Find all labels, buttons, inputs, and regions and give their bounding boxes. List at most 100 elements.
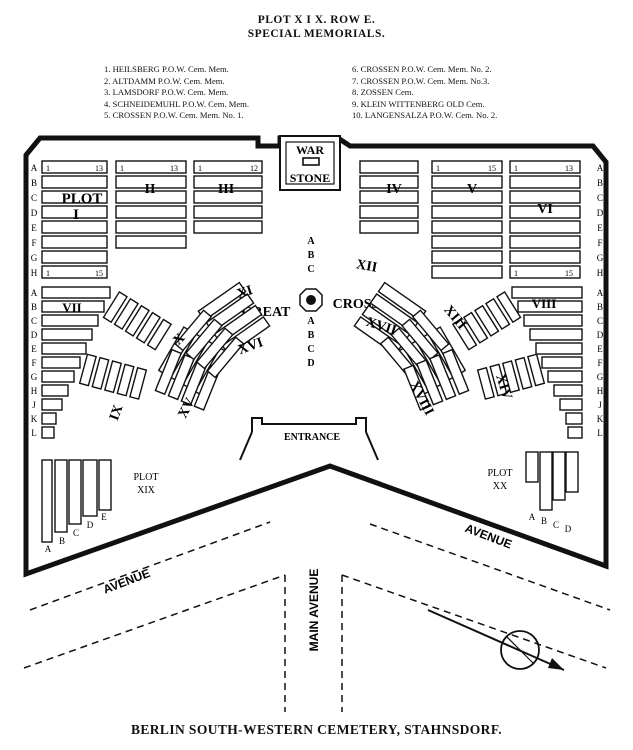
grave-row-block[interactable] xyxy=(359,175,419,189)
fan-grave-row[interactable] xyxy=(501,360,521,394)
grave-row-block[interactable] xyxy=(98,459,112,511)
grave-row-block[interactable] xyxy=(41,235,108,249)
fan-grave-row[interactable] xyxy=(496,290,522,324)
grave-row-block[interactable] xyxy=(431,220,503,234)
grave-row-block[interactable] xyxy=(565,451,579,493)
fan-grave-row[interactable] xyxy=(185,318,223,361)
fan-grave-row[interactable] xyxy=(451,318,478,351)
grave-row-block[interactable] xyxy=(509,175,581,189)
grave-row-block[interactable] xyxy=(567,426,583,439)
fan-grave-row[interactable] xyxy=(206,336,245,379)
fan-grave-row[interactable] xyxy=(124,304,151,337)
grave-row-block[interactable] xyxy=(41,175,108,189)
fan-grave-row[interactable] xyxy=(484,297,511,331)
grave-row-block[interactable] xyxy=(115,190,187,204)
fan-grave-row[interactable] xyxy=(462,311,489,344)
grave-row-block[interactable] xyxy=(539,451,553,511)
grave-row-block[interactable] xyxy=(525,451,539,483)
grave-row-block[interactable] xyxy=(431,265,503,279)
grave-row-block[interactable] xyxy=(41,412,57,425)
fan-grave-row[interactable] xyxy=(473,304,500,337)
grave-row-block[interactable] xyxy=(509,265,581,279)
grave-row-block[interactable] xyxy=(68,459,82,525)
fan-grave-row[interactable] xyxy=(174,309,213,352)
grave-row-block[interactable] xyxy=(115,220,187,234)
grave-row-block[interactable] xyxy=(431,160,503,174)
grave-row-block[interactable] xyxy=(115,205,187,219)
grave-row-block[interactable] xyxy=(193,205,263,219)
grave-row-block[interactable] xyxy=(41,370,75,383)
grave-row-block[interactable] xyxy=(41,265,108,279)
grave-row-block[interactable] xyxy=(431,205,503,219)
fan-grave-row[interactable] xyxy=(113,297,140,331)
grave-row-block[interactable] xyxy=(509,235,581,249)
grave-row-block[interactable] xyxy=(193,220,263,234)
fan-grave-row[interactable] xyxy=(489,363,508,397)
fan-grave-row[interactable] xyxy=(402,364,431,411)
fan-grave-row[interactable] xyxy=(146,318,173,351)
grave-row-block[interactable] xyxy=(541,356,583,369)
grave-row-block[interactable] xyxy=(359,220,419,234)
grave-row-block[interactable] xyxy=(41,160,108,174)
grave-row-block[interactable] xyxy=(115,175,187,189)
grave-row-block[interactable] xyxy=(517,300,583,313)
grave-row-block[interactable] xyxy=(41,286,111,299)
grave-row-block[interactable] xyxy=(41,398,63,411)
fan-grave-row[interactable] xyxy=(514,356,533,390)
fan-grave-row[interactable] xyxy=(527,353,546,387)
fan-grave-row[interactable] xyxy=(476,366,495,400)
grave-row-block[interactable] xyxy=(41,220,108,234)
grave-row-block[interactable] xyxy=(359,205,419,219)
grave-row-block[interactable] xyxy=(41,426,55,439)
grave-row-block[interactable] xyxy=(41,356,81,369)
fan-grave-row[interactable] xyxy=(91,356,110,390)
grave-row-block[interactable] xyxy=(115,160,187,174)
grave-row-block[interactable] xyxy=(41,190,108,204)
fan-grave-row[interactable] xyxy=(415,359,444,406)
grave-row-block[interactable] xyxy=(547,370,583,383)
grave-row-block[interactable] xyxy=(193,190,263,204)
fan-grave-row[interactable] xyxy=(135,311,162,344)
grave-row-block[interactable] xyxy=(359,190,419,204)
grave-row-block[interactable] xyxy=(509,205,581,219)
grave-row-block[interactable] xyxy=(509,160,581,174)
grave-row-block[interactable] xyxy=(193,160,263,174)
fan-grave-row[interactable] xyxy=(428,353,457,401)
grave-row-block[interactable] xyxy=(54,459,68,533)
entrance[interactable]: ENTRANCE xyxy=(239,417,379,461)
grave-row-block[interactable] xyxy=(41,250,108,264)
war-stone[interactable]: WAR STONE xyxy=(279,135,341,191)
grave-row-block[interactable] xyxy=(41,300,105,313)
fan-grave-row[interactable] xyxy=(195,327,234,370)
grave-row-block[interactable] xyxy=(193,175,263,189)
fan-grave-row[interactable] xyxy=(78,353,97,387)
grave-row-block[interactable] xyxy=(523,314,583,327)
grave-row-block[interactable] xyxy=(509,220,581,234)
grave-row-block[interactable] xyxy=(565,412,583,425)
grave-row-block[interactable] xyxy=(359,160,419,174)
grave-row-block[interactable] xyxy=(431,175,503,189)
grave-row-block[interactable] xyxy=(41,384,69,397)
fan-grave-row[interactable] xyxy=(116,363,135,397)
grave-row-block[interactable] xyxy=(511,286,583,299)
grave-row-block[interactable] xyxy=(41,459,53,543)
fan-grave-row[interactable] xyxy=(411,309,450,352)
grave-row-block[interactable] xyxy=(115,235,187,249)
grave-row-block[interactable] xyxy=(553,384,583,397)
grave-row-block[interactable] xyxy=(559,398,583,411)
grave-row-block[interactable] xyxy=(529,328,583,341)
grave-row-block[interactable] xyxy=(509,190,581,204)
fan-grave-row[interactable] xyxy=(129,366,148,400)
fan-grave-row[interactable] xyxy=(441,348,470,396)
fan-grave-row[interactable] xyxy=(154,348,183,396)
grave-row-block[interactable] xyxy=(41,314,99,327)
grave-row-block[interactable] xyxy=(509,250,581,264)
grave-row-block[interactable] xyxy=(431,235,503,249)
grave-row-block[interactable] xyxy=(41,328,93,341)
grave-row-block[interactable] xyxy=(82,459,98,517)
grave-row-block[interactable] xyxy=(552,451,566,501)
fan-grave-row[interactable] xyxy=(103,360,123,394)
grave-row-block[interactable] xyxy=(41,205,108,219)
grave-row-block[interactable] xyxy=(431,250,503,264)
grave-row-block[interactable] xyxy=(41,342,87,355)
